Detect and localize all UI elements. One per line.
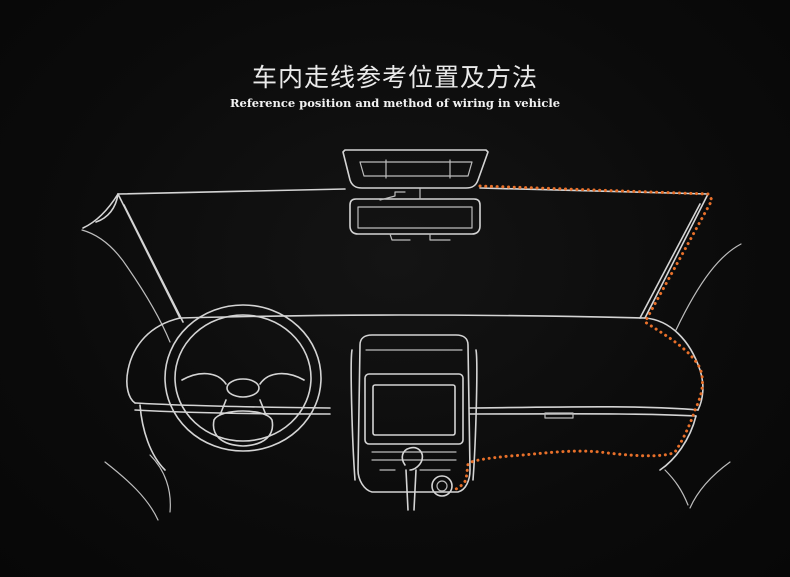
- power-socket: [431, 475, 453, 497]
- rearview-mirror: [342, 149, 489, 189]
- title-chinese: 车内走线参考位置及方法: [251, 63, 538, 92]
- steering-wheel: [164, 304, 322, 452]
- side-door-left: [81, 229, 171, 521]
- windshield-frame: [82, 187, 709, 323]
- side-door-right: [664, 243, 742, 509]
- gear-shifter: [401, 446, 424, 511]
- console-screen: [364, 373, 464, 445]
- wiring-route: [450, 184, 714, 492]
- title-english: Reference position and method of wiring …: [229, 96, 561, 110]
- dash-camera: [349, 188, 481, 241]
- dashboard: [126, 314, 704, 471]
- center-console: [350, 334, 478, 493]
